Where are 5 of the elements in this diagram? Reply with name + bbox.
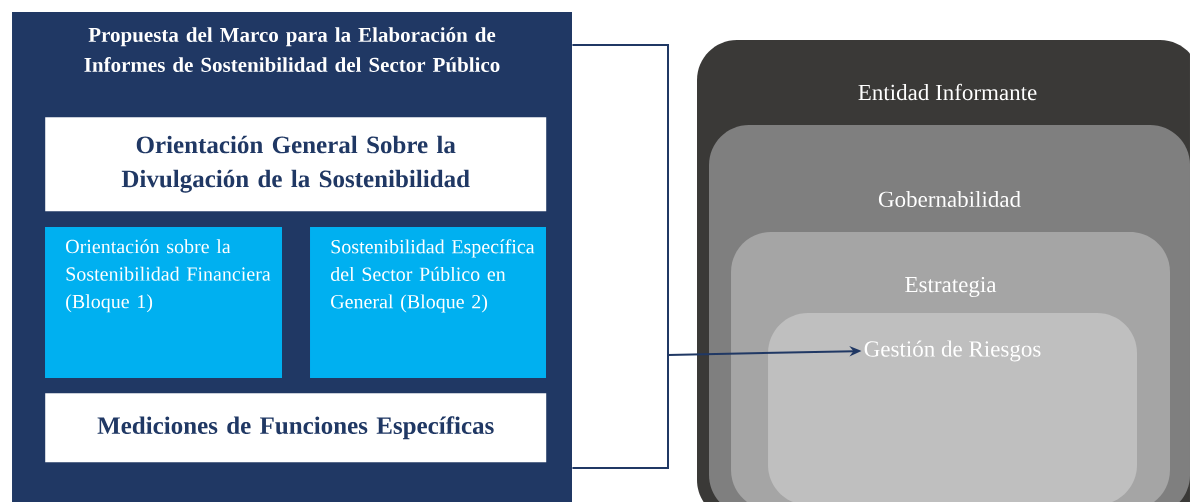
section-box: Mediciones de Funciones Específicas <box>45 393 547 463</box>
layer-box: Gestión de Riesgos <box>768 313 1137 502</box>
section-box: Orientación General Sobre la Divulgación de la Sostenibilidad <box>45 117 547 212</box>
block-box: Sostenibilidad Específica del Sector Público en General (Bloque 2) <box>310 227 546 378</box>
block-box: Orientación sobre la Sostenibilidad Financiera (Bloque 1) <box>45 227 282 378</box>
